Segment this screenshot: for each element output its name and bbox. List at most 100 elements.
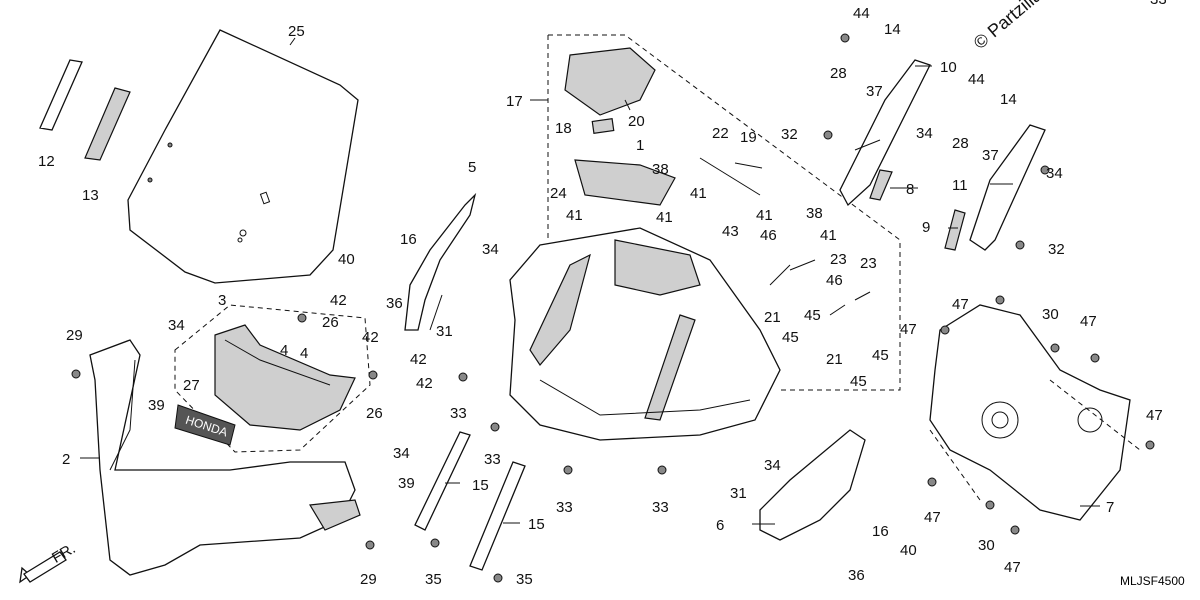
callout-17: 17 [506,93,523,110]
trim-12 [39,59,83,131]
callout-14b: 14 [1000,91,1017,108]
callout-23a: 23 [830,251,847,268]
callout-11: 11 [952,177,968,194]
callout-47b: 47 [952,296,969,313]
callout-33e: 33 [1150,0,1167,8]
callout-43: 43 [722,223,739,240]
callout-41e: 41 [820,227,837,244]
callout-33b: 33 [484,451,501,468]
callout-18: 18 [555,120,572,137]
callout-27: 27 [183,377,200,394]
callout-39b: 39 [398,475,415,492]
callout-33a: 33 [450,405,467,422]
callout-34a: 34 [168,317,185,334]
callout-47c: 47 [1080,313,1097,330]
callout-33d: 33 [652,499,669,516]
callout-16a: 16 [400,231,417,248]
callout-33c: 33 [556,499,573,516]
callout-46a: 46 [760,227,777,244]
clip-19 [734,162,763,169]
mirror-bracket-11 [969,124,1046,251]
callout-42c: 42 [410,351,427,368]
callout-30a: 30 [1042,306,1059,323]
callout-10: 10 [940,59,957,76]
windscreen [127,29,359,284]
callout-12: 12 [38,153,55,170]
stay-22 [699,157,761,196]
callout-36a: 36 [386,295,403,312]
callout-47e: 47 [924,509,941,526]
guide-15a [414,431,471,531]
callout-41b: 41 [566,207,583,224]
callout-44a: 44 [853,5,870,22]
callout-37b: 37 [982,147,999,164]
callout-9: 9 [922,219,930,236]
trim-13 [84,87,131,161]
lower-cover-6 [759,429,866,541]
callout-34c: 34 [482,241,499,258]
callout-28a: 28 [830,65,847,82]
callout-47d: 47 [1146,407,1163,424]
callout-22: 22 [712,125,729,142]
callout-34d: 34 [764,457,781,474]
leader-lines [80,37,1100,525]
frame-assembly-7 [929,304,1131,521]
callout-39a: 39 [148,397,165,414]
callout-41d: 41 [756,207,773,224]
callout-15a: 15 [472,477,489,494]
callout-45b: 45 [782,329,799,346]
callout-45a: 45 [804,307,821,324]
mirror-bracket-10 [839,59,931,207]
callout-40a: 40 [338,251,355,268]
callout-30b: 30 [978,537,995,554]
callout-24: 24 [550,185,567,202]
callout-45c: 45 [872,347,889,364]
guide-15b [469,461,526,571]
callouts: 25 12 13 3 34 29 4 4 27 39 2 34 39 29 42… [38,0,1167,588]
dashed-frame-3 [174,304,371,453]
callout-46b: 46 [826,272,843,289]
callout-21a: 21 [764,309,781,326]
callout-2: 2 [62,451,70,468]
callout-31b: 31 [730,485,747,502]
callout-31a: 31 [436,323,453,340]
callout-44b: 44 [968,71,985,88]
meter-visor-20 [564,47,656,116]
callout-13: 13 [82,187,99,204]
callout-40b: 40 [900,542,917,559]
callout-42d: 42 [416,375,433,392]
callout-35a: 35 [425,571,442,588]
callout-38a: 38 [652,161,669,178]
callout-42a: 42 [330,292,347,309]
callout-15b: 15 [528,516,545,533]
callout-19: 19 [740,129,757,146]
side-panel-5 [404,192,477,331]
callout-14a: 14 [884,21,901,38]
callout-34f: 34 [1046,165,1063,182]
callout-26a: 26 [322,314,339,331]
callout-42b: 42 [362,329,379,346]
callout-32b: 32 [1048,241,1065,258]
callout-41a: 41 [690,185,707,202]
bracket-18 [591,117,615,135]
callout-35b: 35 [516,571,533,588]
callout-3: 3 [218,292,226,309]
callout-8: 8 [906,181,914,198]
callout-32a: 32 [781,126,798,143]
callout-4b: 4 [300,345,308,362]
callout-5: 5 [468,159,476,176]
callout-29b: 29 [360,571,377,588]
callout-45d: 45 [850,373,867,390]
meter-bracket-24 [574,159,676,206]
callout-23b: 23 [860,255,877,272]
callout-4a: 4 [280,342,288,359]
callout-38b: 38 [806,205,823,222]
callout-34e: 34 [916,125,933,142]
callout-34b: 34 [393,445,410,462]
callout-41c: 41 [656,209,673,226]
clip-group [769,259,871,316]
callout-47a: 47 [900,321,917,338]
bolt-marks [71,33,1155,583]
callout-36b: 36 [848,567,865,584]
